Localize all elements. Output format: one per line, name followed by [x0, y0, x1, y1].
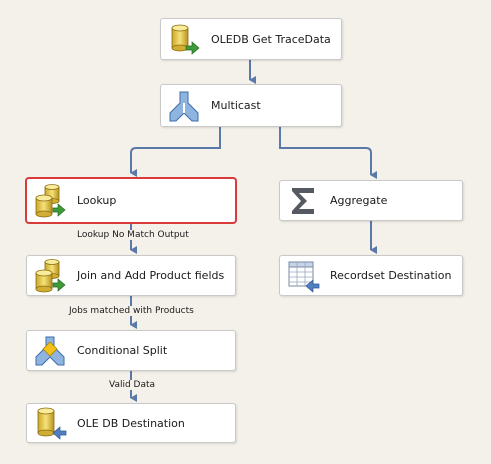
- recordset-destination-node[interactable]: Recordset Destination: [279, 255, 463, 296]
- node-label: Join and Add Product fields: [77, 269, 225, 282]
- lookup-icon: [35, 183, 66, 217]
- lookup-node[interactable]: Lookup: [26, 178, 236, 223]
- node-label: Lookup: [77, 194, 117, 207]
- node-label: Recordset Destination: [330, 269, 452, 282]
- path-label-valid-data[interactable]: Valid Data: [108, 380, 157, 390]
- node-label: OLE DB Destination: [77, 416, 185, 430]
- database-source-icon: [171, 24, 200, 55]
- connector-multicast-to-aggregate[interactable]: [279, 127, 377, 179]
- lookup-icon: [35, 258, 66, 292]
- sigma-icon: [292, 187, 314, 214]
- connector-multicast-to-lookup[interactable]: [130, 127, 221, 177]
- database-destination-icon: [37, 407, 67, 440]
- node-label: Multicast: [211, 99, 261, 112]
- aggregate-node[interactable]: Aggregate: [279, 180, 463, 221]
- node-label: OLEDB Get TraceData: [211, 32, 331, 46]
- conditional-split-icon: [35, 336, 65, 365]
- conditional-split-node[interactable]: Conditional Split: [26, 330, 236, 371]
- path-label-lookup-no-match[interactable]: Lookup No Match Output: [76, 230, 190, 240]
- multicast-node[interactable]: Multicast: [160, 84, 342, 127]
- path-label-jobs-matched[interactable]: Jobs matched with Products: [68, 306, 195, 316]
- recordset-icon: [288, 261, 320, 293]
- node-label: Conditional Split: [77, 344, 168, 357]
- oledb-destination-node[interactable]: OLE DB Destination: [26, 403, 236, 443]
- multicast-icon: [169, 91, 199, 121]
- oledb-source-node[interactable]: OLEDB Get TraceData: [160, 18, 342, 60]
- join-product-node[interactable]: Join and Add Product fields: [26, 255, 236, 296]
- node-label: Aggregate: [330, 194, 388, 207]
